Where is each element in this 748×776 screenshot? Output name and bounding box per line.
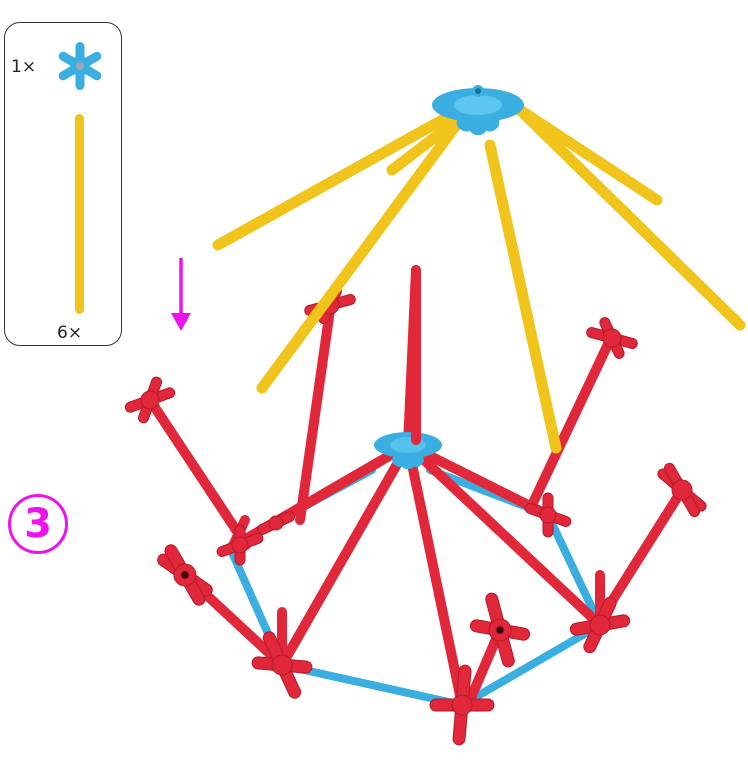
red-connector: [469, 592, 530, 669]
yellow-rod: [490, 145, 556, 448]
rod-quantity: 6×: [57, 323, 82, 343]
red-connector: [586, 316, 639, 360]
red-connector: [124, 376, 176, 425]
parts-list-box: 1× 6×: [4, 22, 122, 346]
step-number-badge: 3: [8, 494, 68, 554]
red-connector: [256, 510, 296, 536]
connector-quantity: 1×: [11, 57, 36, 77]
six-way-connector-icon: [56, 42, 102, 90]
yellow-rod: [520, 110, 657, 200]
yellow-rod: [520, 110, 740, 325]
base-rod: [548, 515, 600, 625]
down-arrow-icon: [171, 258, 191, 331]
yellow-rod-assembly: [218, 85, 740, 448]
yellow-rod-icon: [75, 114, 84, 314]
red-dome-structure: [124, 270, 708, 745]
